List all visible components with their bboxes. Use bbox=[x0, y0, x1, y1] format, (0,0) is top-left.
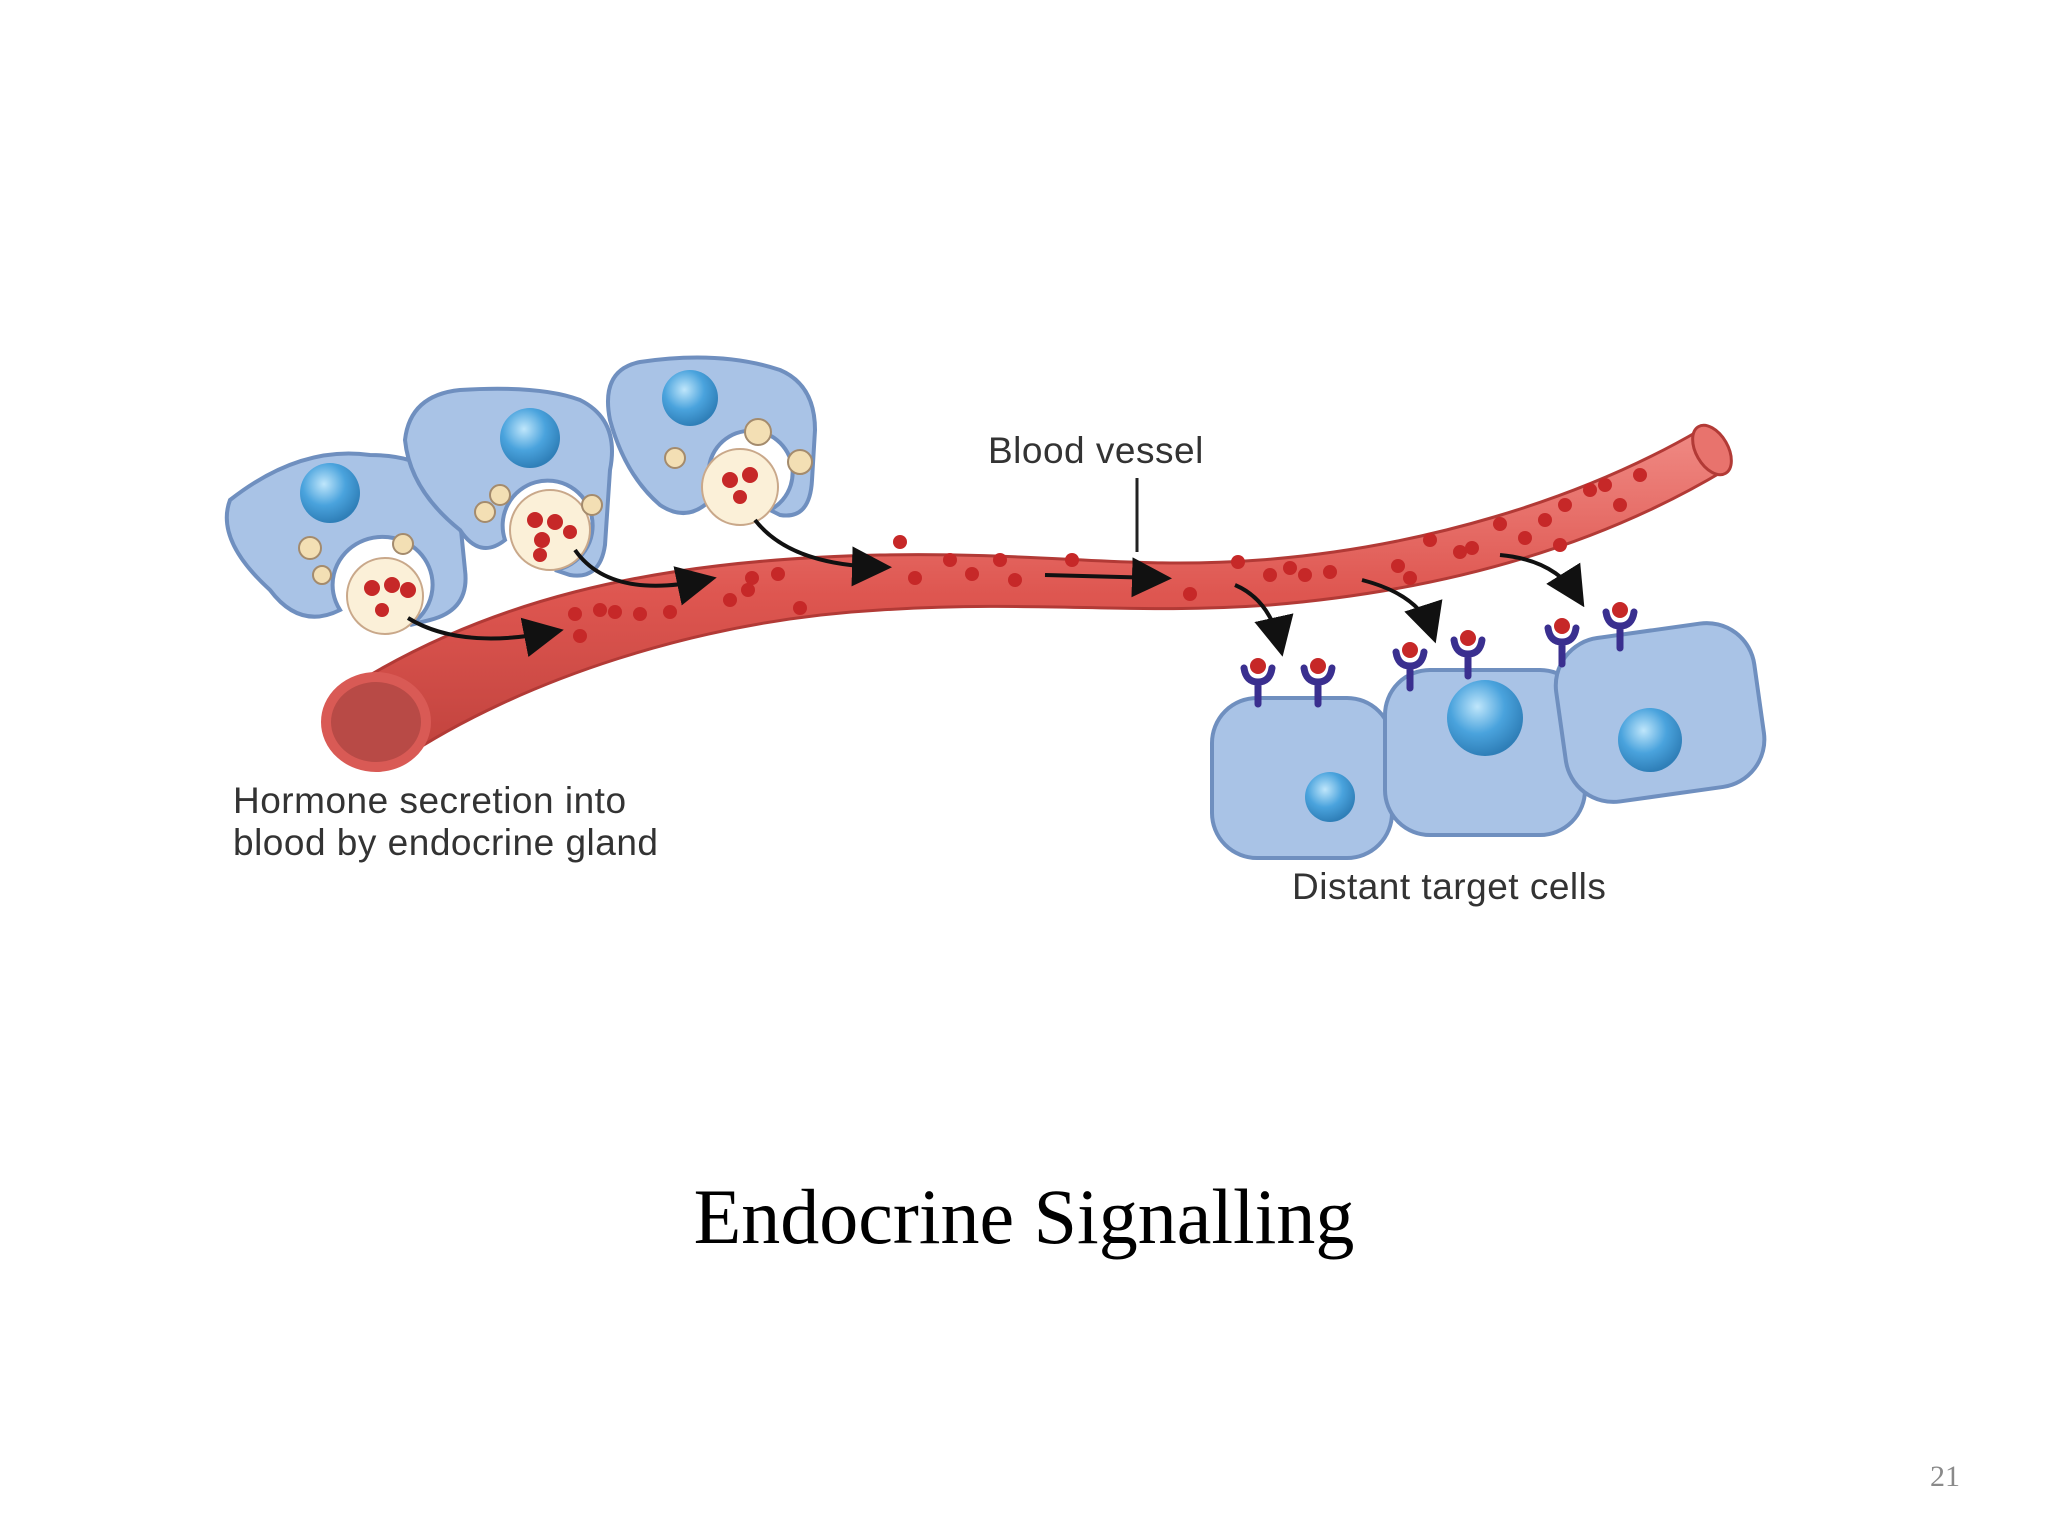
endocrine-gland bbox=[224, 355, 818, 635]
hormone-dot bbox=[771, 567, 785, 581]
hormone-dot bbox=[908, 571, 922, 585]
receptor bbox=[1602, 602, 1638, 652]
arrow-secretion-2 bbox=[573, 548, 717, 606]
hormone-dot bbox=[1465, 541, 1479, 555]
hormone-label-line-2: blood by endocrine gland bbox=[233, 822, 659, 863]
hormone-dot bbox=[793, 601, 807, 615]
blood-vessel-label: Blood vessel bbox=[988, 430, 1204, 471]
hormone-secretion-label: Hormone secretion into blood by endocrin… bbox=[233, 780, 659, 864]
hormone-dot bbox=[993, 553, 1007, 567]
arrow-to-target-1 bbox=[1234, 583, 1294, 657]
target-cells bbox=[1210, 621, 1767, 860]
hormone-dot bbox=[1391, 559, 1405, 573]
hormone-dot bbox=[1633, 468, 1647, 482]
hormone-molecules bbox=[568, 468, 1647, 643]
arrow-to-target-3 bbox=[1499, 553, 1585, 608]
hormone-dot bbox=[1553, 538, 1567, 552]
arrow-secretion-1 bbox=[406, 616, 564, 657]
hormone-dot bbox=[1323, 565, 1337, 579]
hormone-dot bbox=[1283, 561, 1297, 575]
hormone-dot bbox=[893, 535, 907, 549]
hormone-dot bbox=[568, 607, 582, 621]
hormone-dot bbox=[663, 605, 677, 619]
hormone-dot bbox=[1231, 555, 1245, 569]
receptor bbox=[1240, 658, 1276, 708]
hormone-dot bbox=[741, 583, 755, 597]
gland-cell-3 bbox=[606, 355, 818, 526]
arrow-secretion-3 bbox=[753, 518, 892, 587]
hormone-label-line-1: Hormone secretion into bbox=[233, 780, 627, 821]
hormone-dot bbox=[943, 553, 957, 567]
hormone-dot bbox=[1065, 553, 1079, 567]
hormone-dot bbox=[1493, 517, 1507, 531]
hormone-dot bbox=[1403, 571, 1417, 585]
gland-cell-1 bbox=[224, 451, 468, 635]
blood-vessel bbox=[321, 423, 1733, 772]
hormone-dot bbox=[1538, 513, 1552, 527]
hormone-dot bbox=[1598, 478, 1612, 492]
hormone-dot bbox=[593, 603, 607, 617]
target-cells-label: Distant target cells bbox=[1292, 866, 1607, 907]
receptor bbox=[1300, 658, 1336, 708]
hormone-dot bbox=[1583, 483, 1597, 497]
receptor bbox=[1544, 618, 1580, 668]
receptor bbox=[1450, 630, 1486, 680]
hormone-dot bbox=[1518, 531, 1532, 545]
hormone-dot bbox=[965, 567, 979, 581]
hormone-dot bbox=[1298, 568, 1312, 582]
receptors bbox=[1240, 602, 1638, 708]
hormone-dot bbox=[573, 629, 587, 643]
hormone-dot bbox=[608, 605, 622, 619]
target-cell-3 bbox=[1553, 621, 1767, 804]
gland-cell-2 bbox=[402, 386, 614, 578]
hormone-dot bbox=[1423, 533, 1437, 547]
arrow-flow bbox=[1044, 557, 1172, 598]
target-cell-2 bbox=[1383, 668, 1587, 837]
hormone-dot bbox=[1263, 568, 1277, 582]
hormone-dot bbox=[1613, 498, 1627, 512]
hormone-dot bbox=[1183, 587, 1197, 601]
hormone-dot bbox=[723, 593, 737, 607]
arrows bbox=[406, 518, 1585, 657]
slide-title: Endocrine Signalling bbox=[693, 1173, 1355, 1260]
hormone-dot bbox=[1558, 498, 1572, 512]
hormone-dot bbox=[633, 607, 647, 621]
hormone-dot bbox=[1453, 545, 1467, 559]
hormone-dot bbox=[745, 571, 759, 585]
arrow-to-target-2 bbox=[1361, 578, 1443, 644]
slide-number: 21 bbox=[1930, 1460, 1960, 1493]
target-cell-1 bbox=[1210, 696, 1394, 860]
hormone-dot bbox=[1008, 573, 1022, 587]
receptor bbox=[1392, 642, 1428, 692]
vesicle-hormones bbox=[364, 467, 758, 617]
